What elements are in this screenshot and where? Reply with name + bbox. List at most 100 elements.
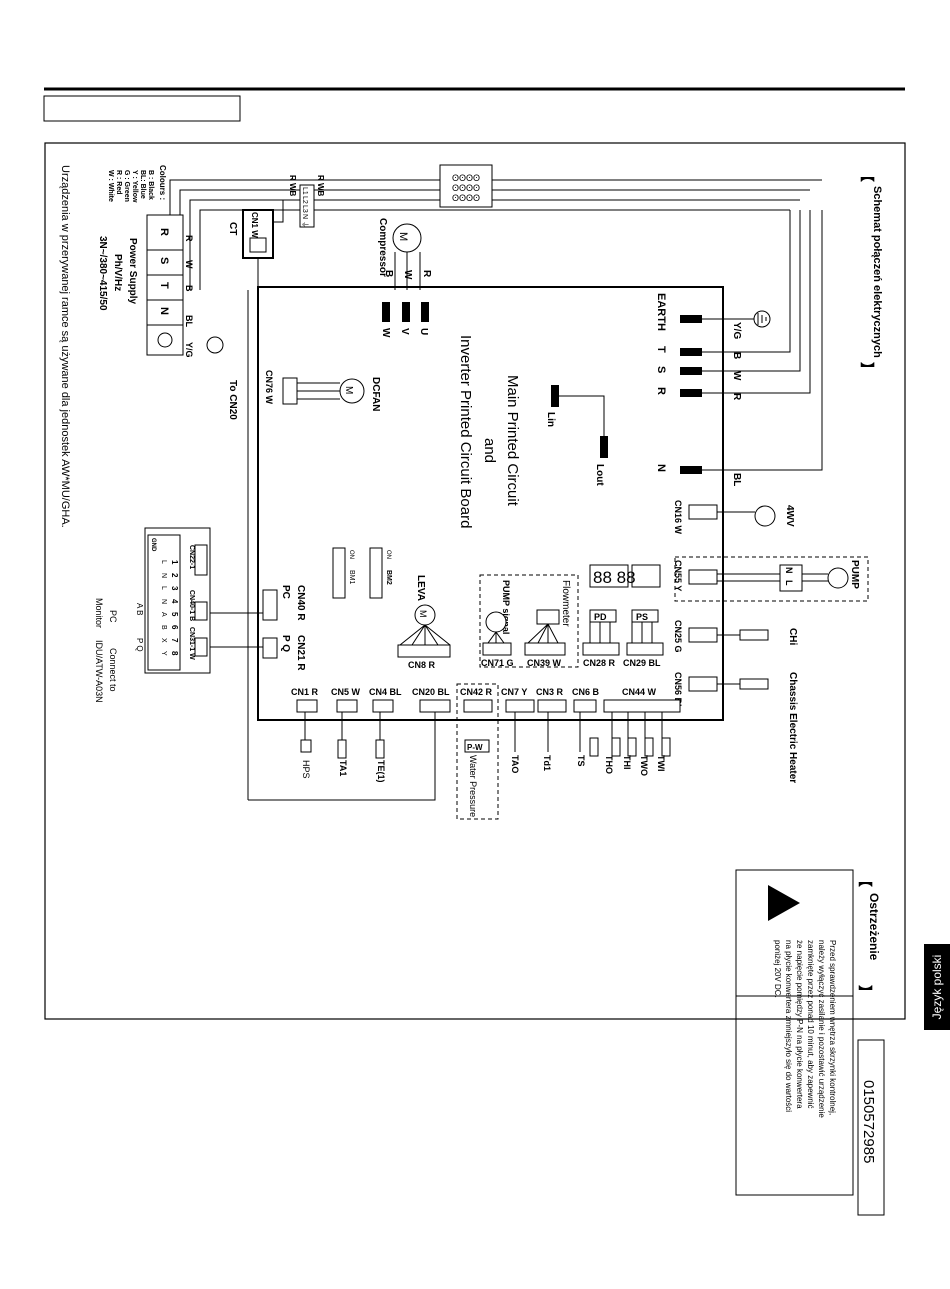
svg-text:CN5 W: CN5 W [331, 687, 361, 697]
svg-text:W: W [184, 260, 194, 269]
svg-text:L1: L1 [301, 187, 308, 195]
svg-text:R : Red: R : Red [115, 170, 122, 195]
svg-text:PUMP signal: PUMP signal [501, 580, 511, 634]
wire-yg-top: Y/G [731, 322, 742, 339]
cn25-chi: CN25 G CHi [673, 620, 798, 653]
svg-text:CN44 W: CN44 W [622, 687, 657, 697]
label-earth: EARTH [655, 293, 667, 331]
svg-text:CN28 R: CN28 R [583, 658, 616, 668]
svg-text:GND: GND [150, 538, 156, 552]
terminal-t [680, 348, 702, 356]
cn16-4wv: CN16 W 4WV [673, 500, 795, 535]
footnote: Urządzenia w przerywanej ramce są używan… [59, 165, 71, 528]
title-bracket-right: 】 [859, 362, 875, 376]
warning-bracket-left: 【 [857, 873, 873, 887]
svg-text:BL: BL [184, 315, 194, 327]
warning-frame [735, 869, 854, 1196]
ct-module: CN1 W CT [227, 200, 284, 290]
svg-text:CHi: CHi [787, 628, 798, 645]
svg-text:CN21 R: CN21 R [295, 635, 306, 671]
svg-text:Td1: Td1 [542, 755, 552, 771]
aux-pin-number: 5 [170, 612, 179, 617]
main-board [257, 286, 724, 721]
aux-pin-number: 6 [170, 625, 179, 630]
svg-text:TE(1): TE(1) [376, 760, 386, 783]
wire-r-top: R [731, 393, 742, 401]
svg-text:R WB: R WB [288, 175, 297, 197]
svg-text:W : White: W : White [107, 170, 114, 202]
title-bracket-left: 【 [859, 168, 875, 182]
svg-text:CN40 R: CN40 R [295, 585, 306, 621]
svg-text:PC: PC [280, 585, 291, 599]
svg-text:⏚: ⏚ [301, 221, 309, 228]
svg-text:TS: TS [576, 755, 586, 767]
warning-box: 【 Ostrzeżenie 】 ! [735, 869, 881, 999]
svg-text:Monitor: Monitor [94, 598, 104, 628]
aux-pin-number: 4 [170, 599, 179, 604]
svg-text:Ph/V/Hz: Ph/V/Hz [112, 254, 123, 291]
svg-text:THO: THO [604, 755, 614, 774]
svg-text:BM2: BM2 [385, 570, 392, 585]
language-tab[interactable]: Język polski [924, 944, 950, 1030]
diagram-frame [44, 142, 906, 1020]
top-terminals: EARTH T S R N [655, 293, 702, 474]
part-number: 0150572985 [860, 1080, 877, 1163]
svg-text:CT: CT [227, 222, 238, 235]
svg-text:P-W: P-W [467, 743, 483, 752]
svg-text:R: R [184, 235, 194, 242]
svg-text:TAO: TAO [510, 755, 520, 773]
diagram-title: Schemat połączeń elektrycznych [871, 186, 883, 358]
board-label-2: and [481, 438, 498, 463]
flowmeter: Flowmeter CN39 W PUMP signal CN71 G [479, 574, 579, 668]
svg-text:CN8 R: CN8 R [408, 660, 436, 670]
aux-pin-function: L [160, 586, 167, 590]
cn56-heater: CN56 BL Chassis Electric Heater [673, 672, 798, 783]
svg-text:że napięcie pomiędzy P-N na pł: że napięcie pomiędzy P-N na płycie konwe… [795, 940, 804, 1109]
aux-pin-number: 1 [170, 560, 179, 565]
colours-legend: Colours : B : Black BL: Blue Y : Yellow … [107, 165, 167, 203]
svg-text:T: T [158, 282, 170, 289]
aux-pin-number: 3 [170, 586, 179, 591]
svg-text:HPS: HPS [301, 760, 311, 779]
aux-pin-function: B [160, 625, 167, 630]
label-n: N [655, 464, 667, 472]
svg-text:LEVA: LEVA [415, 575, 426, 601]
svg-text:W: W [380, 328, 391, 338]
svg-text:Colours :: Colours : [158, 165, 167, 200]
svg-text:S: S [158, 257, 170, 264]
label-r: R [655, 387, 667, 395]
svg-text:B: B [184, 285, 194, 292]
svg-text:!: ! [774, 900, 790, 905]
dip-switches: BM1 BM2 ON ON [332, 547, 392, 599]
wire-b-top: B [731, 352, 742, 359]
svg-text:Connect to: Connect to [108, 648, 118, 692]
svg-text:B : Black: B : Black [147, 170, 154, 200]
svg-text:L: L [784, 580, 794, 586]
aux-pin-function: N [160, 573, 167, 578]
svg-text:W: W [402, 270, 413, 280]
part-number-box [857, 1039, 885, 1216]
aux-pin-number: 8 [170, 651, 179, 656]
terminal-earth [680, 315, 702, 323]
svg-text:TWI: TWI [656, 755, 666, 772]
language-tab-label: Język polski [930, 954, 944, 1020]
svg-text:poniżej 20V DC.: poniżej 20V DC. [773, 940, 782, 998]
svg-text:CN1 R: CN1 R [291, 687, 319, 697]
svg-text:To CN20: To CN20 [227, 380, 238, 420]
svg-text:Chassis Electric Heater: Chassis Electric Heater [787, 672, 798, 783]
cn40-cn21: CN40 R PC CN21 R P Q [210, 585, 306, 671]
aux-pin-function: L [160, 560, 167, 564]
terminal-r [680, 389, 702, 397]
svg-text:CN3 R: CN3 R [536, 687, 564, 697]
label-s: S [655, 366, 667, 373]
compressor: M Compressor R W B U V W [377, 218, 432, 338]
svg-text:R WB: R WB [316, 175, 325, 197]
svg-text:A B: A B [135, 603, 144, 615]
svg-text:PD: PD [594, 612, 607, 622]
svg-text:N: N [301, 214, 308, 219]
display: 88 88 [589, 564, 661, 588]
svg-text:DCFAN: DCFAN [370, 377, 381, 411]
svg-text:BM1: BM1 [348, 570, 355, 585]
svg-text:R: R [158, 228, 170, 236]
